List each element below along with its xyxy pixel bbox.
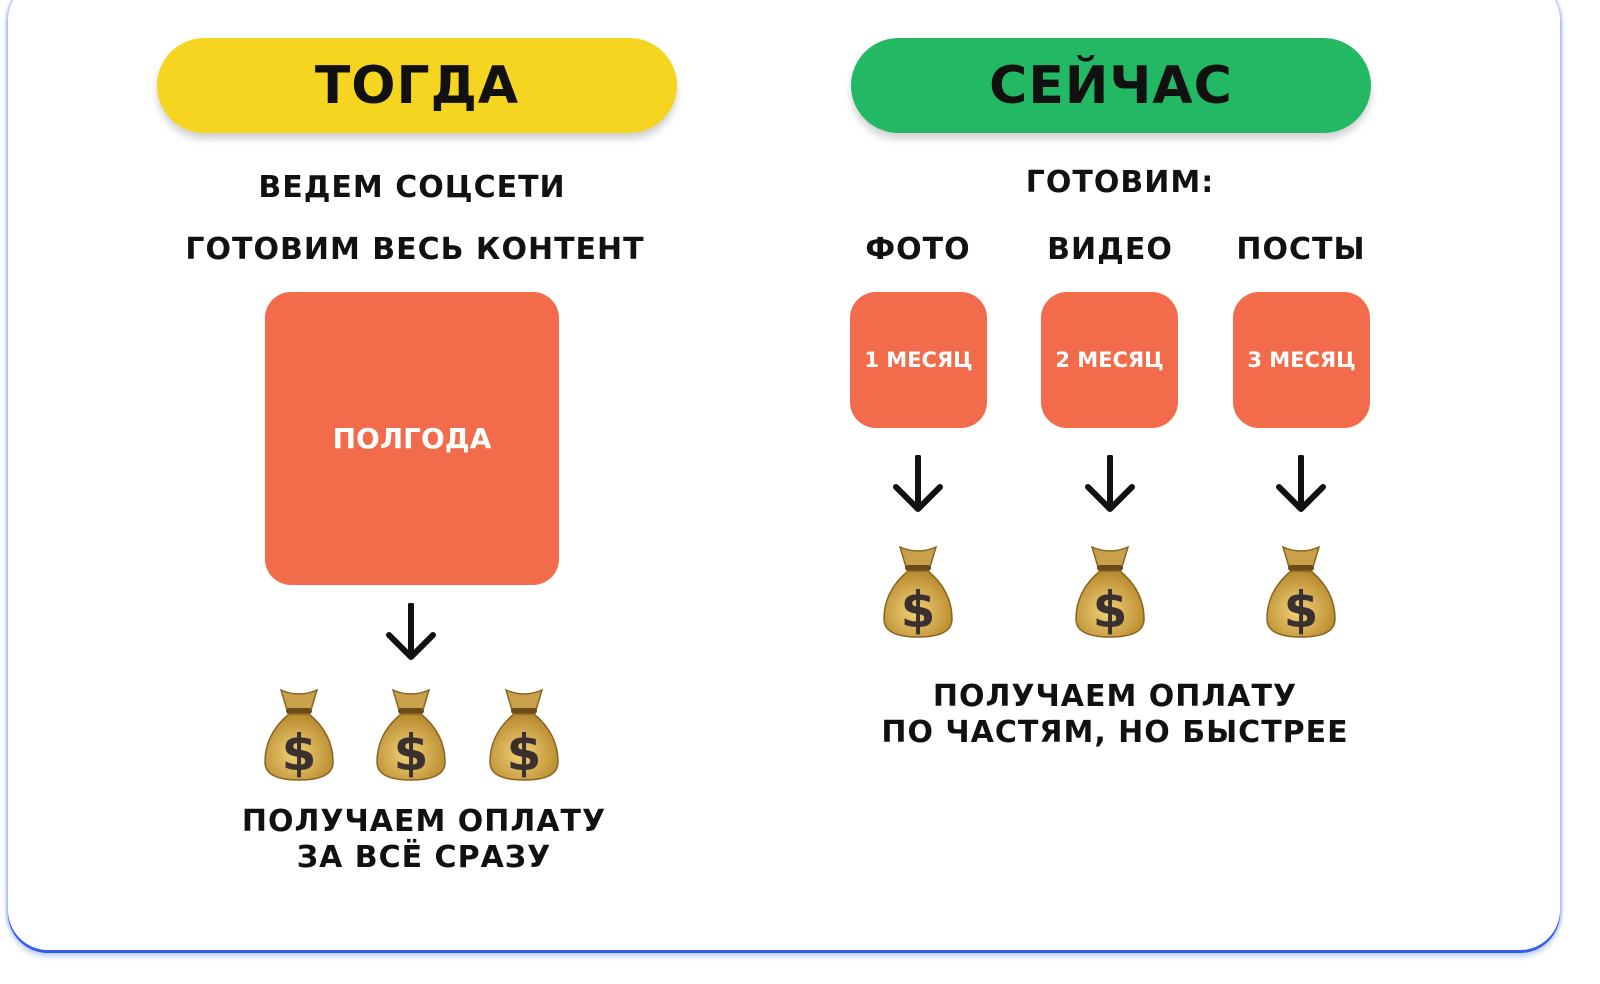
now-caption-2: ПО ЧАСТЯМ, НО БЫСТРЕЕ: [881, 715, 1349, 750]
now-label-video: ВИДЕО: [1047, 232, 1173, 267]
money-bag-icon: $: [259, 686, 339, 782]
money-bag-icon: $: [371, 686, 451, 782]
then-period-box: ПОЛГОДА: [265, 292, 559, 585]
svg-text:$: $: [1284, 581, 1319, 639]
now-label-photo: ФОТО: [865, 232, 971, 267]
now-box-2: 2 МЕСЯЦ: [1041, 292, 1178, 428]
arrow-down-icon: [1080, 454, 1140, 515]
then-caption-1: ПОЛУЧАЕМ ОПЛАТУ: [241, 804, 607, 839]
money-bag-icon: $: [484, 686, 564, 782]
arrow-down-icon: [381, 602, 441, 663]
now-box-1: 1 МЕСЯЦ: [850, 292, 987, 428]
svg-text:$: $: [507, 724, 542, 782]
svg-text:$: $: [901, 581, 936, 639]
now-header: СЕЙЧАС: [851, 38, 1371, 133]
money-bag-icon: $: [1070, 543, 1150, 639]
now-box-3: 3 МЕСЯЦ: [1233, 292, 1370, 428]
then-caption-2: ЗА ВСЁ СРАЗУ: [296, 840, 552, 875]
svg-text:$: $: [1093, 581, 1128, 639]
then-header: ТОГДА: [157, 38, 677, 133]
now-label-posts: ПОСТЫ: [1236, 232, 1366, 267]
arrow-down-icon: [888, 454, 948, 515]
then-line-1: ВЕДЕМ СОЦСЕТИ: [258, 170, 566, 205]
money-bag-icon: $: [878, 543, 958, 639]
money-bag-icon: $: [1261, 543, 1341, 639]
now-subtitle: ГОТОВИМ:: [1025, 165, 1215, 200]
arrow-down-icon: [1271, 454, 1331, 515]
then-line-2: ГОТОВИМ ВЕСЬ КОНТЕНТ: [185, 232, 645, 267]
svg-text:$: $: [394, 724, 429, 782]
now-caption-1: ПОЛУЧАЕМ ОПЛАТУ: [932, 679, 1298, 714]
svg-text:$: $: [282, 724, 317, 782]
